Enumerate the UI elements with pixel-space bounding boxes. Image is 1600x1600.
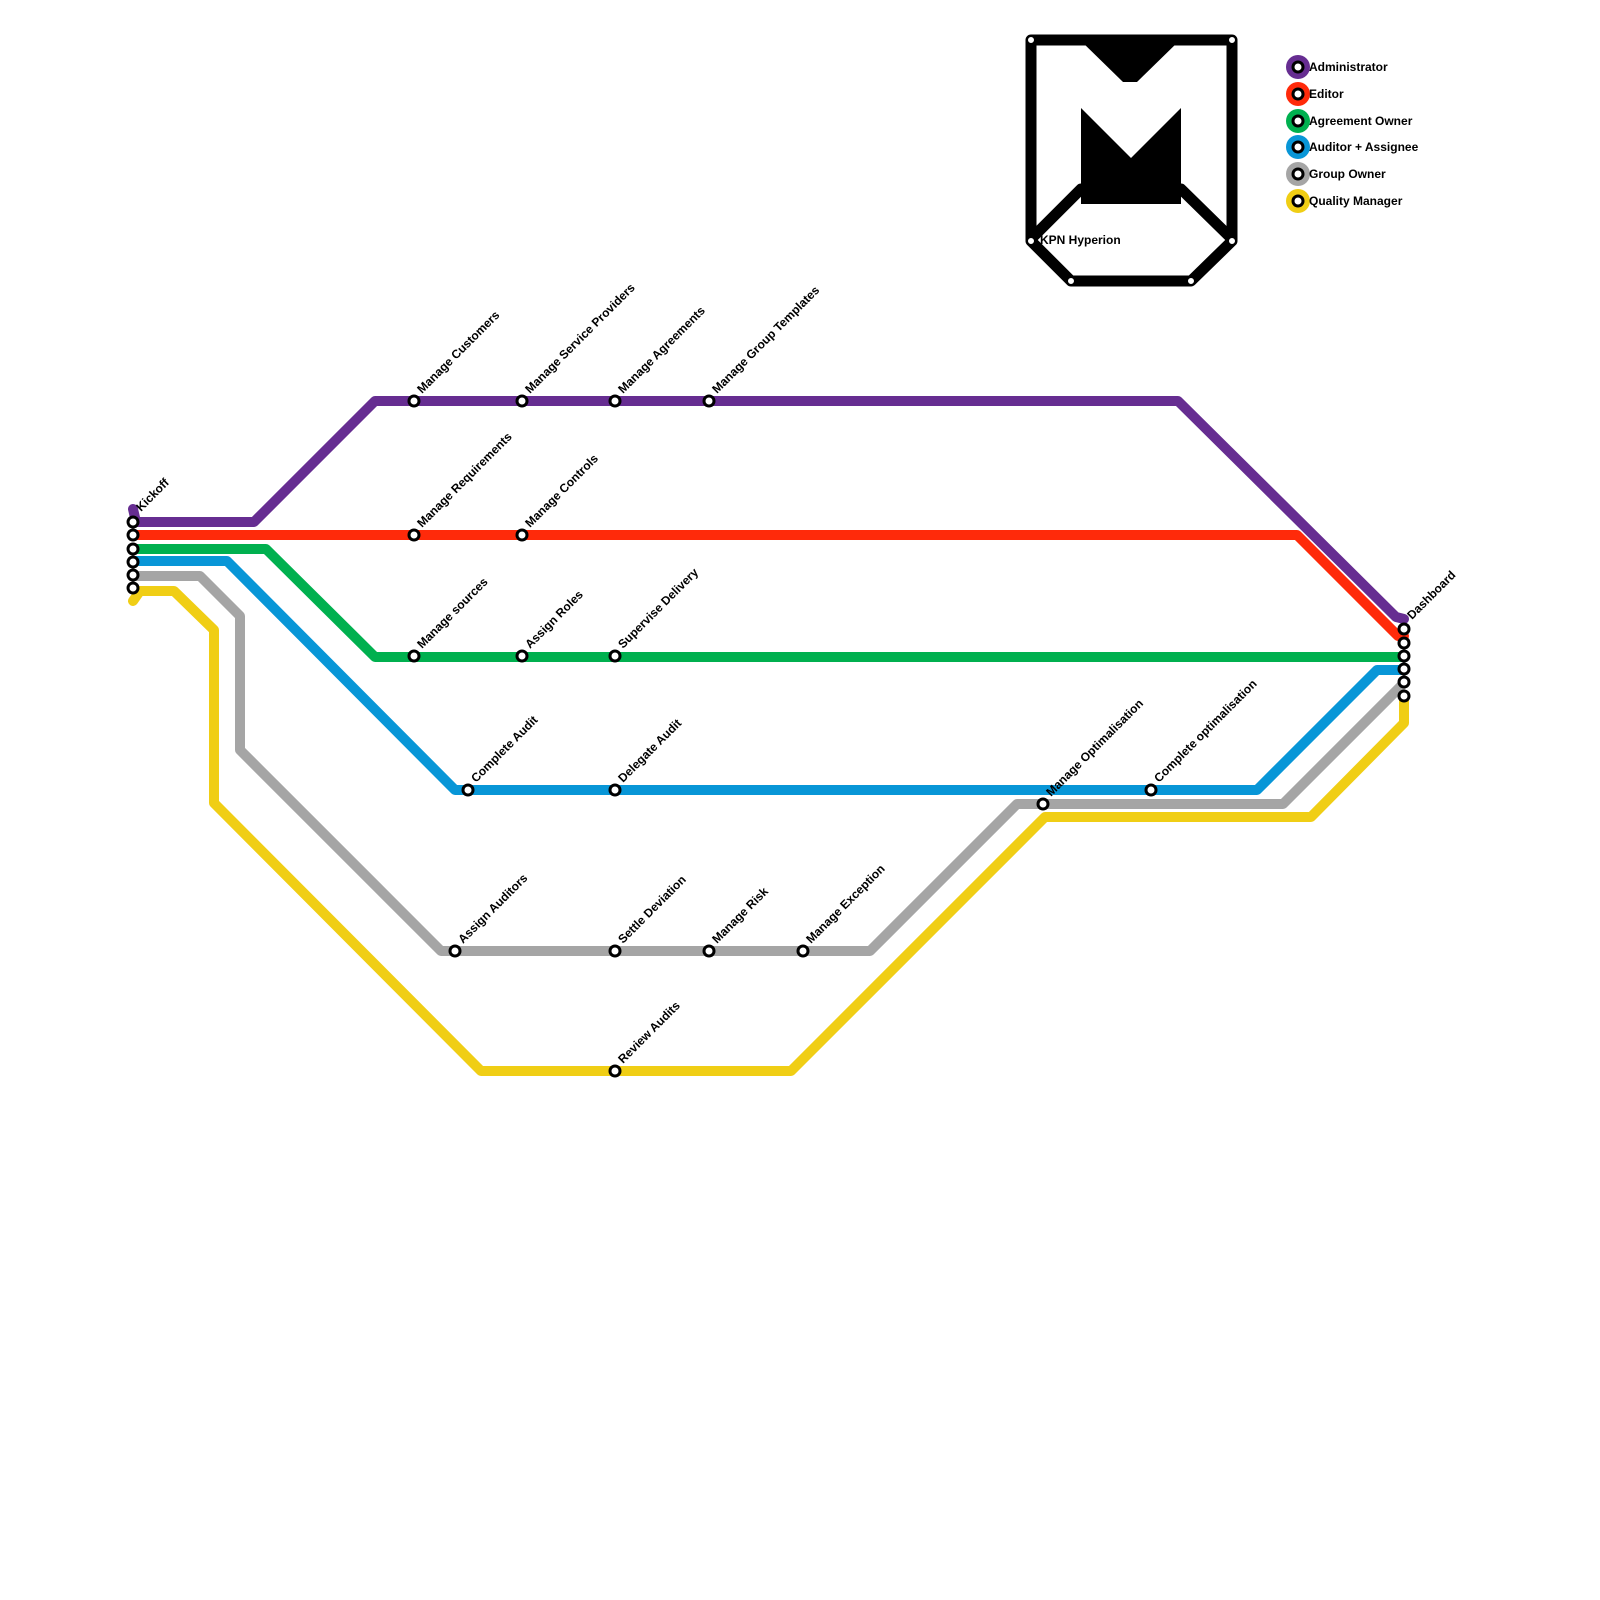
legend-item-group-owner: Group Owner <box>1286 162 1386 186</box>
station-label-supervise-delivery: Supervise Delivery <box>615 565 701 651</box>
station-label-manage-optimalisation: Manage Optimalisation <box>1043 696 1146 799</box>
station-dashboard-group-owner[interactable] <box>1397 675 1411 689</box>
legend-station-icon <box>1291 87 1305 101</box>
station-review-audits[interactable] <box>608 1064 622 1078</box>
station-label-assign-auditors: Assign Auditors <box>455 871 530 946</box>
logo-corner-dot <box>1026 236 1036 246</box>
logo-left-leg <box>1025 183 1087 245</box>
legend-station-icon <box>1291 114 1305 128</box>
legend-label-editor: Editor <box>1309 87 1344 101</box>
station-label-manage-controls: Manage Controls <box>522 451 601 530</box>
legend-station-icon <box>1291 194 1305 208</box>
station-manage-controls[interactable] <box>515 528 529 542</box>
legend-station-icon <box>1291 60 1305 74</box>
station-label-assign-roles: Assign Roles <box>522 587 586 651</box>
station-supervise-delivery[interactable] <box>608 649 622 663</box>
logo-top-notch <box>1080 40 1180 82</box>
logo-corner-dot <box>1227 35 1237 45</box>
station-kickoff-group-owner[interactable] <box>126 568 140 582</box>
brand-label: KPN Hyperion <box>1040 233 1121 247</box>
station-label-manage-customers: Manage Customers <box>414 308 502 396</box>
route-lines <box>128 396 1409 1076</box>
station-assign-auditors[interactable] <box>448 944 462 958</box>
station-manage-agreements[interactable] <box>608 394 622 408</box>
logo-corner-dot <box>1066 276 1076 286</box>
station-dashboard-editor[interactable] <box>1397 636 1411 650</box>
legend-station-icon <box>1291 140 1305 154</box>
station-delegate-audit[interactable] <box>608 783 622 797</box>
legend-label-group-owner: Group Owner <box>1309 167 1386 181</box>
route-line-quality-manager <box>128 586 1409 1076</box>
station-manage-exception[interactable] <box>796 944 810 958</box>
station-kickoff-quality-manager[interactable] <box>126 581 140 595</box>
route-line-auditor-assignee <box>128 556 1409 795</box>
station-kickoff-agreement-owner[interactable] <box>126 542 140 556</box>
legend-label-quality-manager: Quality Manager <box>1309 194 1403 208</box>
station-label-manage-requirements: Manage Requirements <box>414 429 515 530</box>
station-settle-deviation[interactable] <box>608 944 622 958</box>
station-label-complete-optimalisation: Complete optimalisation <box>1151 677 1259 785</box>
station-dashboard-auditor[interactable] <box>1397 662 1411 676</box>
station-label-delegate-audit: Delegate Audit <box>615 716 684 785</box>
logo-corner-dot <box>1227 236 1237 246</box>
station-label-complete-audit: Complete Audit <box>468 713 540 785</box>
legend-item-agreement-owner: Agreement Owner <box>1286 109 1413 133</box>
station-label-review-audits: Review Audits <box>615 998 683 1066</box>
station-dashboard-agreement-owner[interactable] <box>1397 649 1411 663</box>
legend-label-administrator: Administrator <box>1309 60 1388 74</box>
station-dashboard-administrator[interactable] <box>1397 622 1411 636</box>
station-complete-audit[interactable] <box>461 783 475 797</box>
legend-item-editor: Editor <box>1286 82 1344 106</box>
route-line-agreement-owner <box>128 544 1409 662</box>
station-label-dashboard: Dashboard <box>1404 568 1458 622</box>
route-line-administrator <box>128 396 1409 624</box>
station-manage-sources[interactable] <box>407 649 421 663</box>
legend-item-quality-manager: Quality Manager <box>1286 189 1403 213</box>
station-kickoff-administrator[interactable] <box>126 515 140 529</box>
station-label-manage-exception: Manage Exception <box>803 862 887 946</box>
station-dashboard-quality-manager[interactable] <box>1397 689 1411 703</box>
station-kickoff-auditor[interactable] <box>126 555 140 569</box>
station-manage-service-providers[interactable] <box>515 394 529 408</box>
route-line-group-owner <box>128 571 1409 956</box>
stations <box>126 394 1411 1078</box>
logo-m-glyph <box>1081 108 1181 204</box>
legend-label-auditor-assignee: Auditor + Assignee <box>1309 140 1419 154</box>
station-label-manage-sources: Manage sources <box>414 574 491 651</box>
station-kickoff-editor[interactable] <box>126 528 140 542</box>
legend-station-icon <box>1291 167 1305 181</box>
station-manage-customers[interactable] <box>407 394 421 408</box>
station-label-settle-deviation: Settle Deviation <box>615 873 689 947</box>
station-label-kickoff: Kickoff <box>133 475 172 514</box>
route-line-editor <box>128 530 1409 641</box>
legend-item-auditor-assignee: Auditor + Assignee <box>1286 135 1419 159</box>
station-label-manage-risk: Manage Risk <box>709 884 771 946</box>
logo-corner-dot <box>1026 35 1036 45</box>
logo-corner-dot <box>1186 276 1196 286</box>
legend-item-administrator: Administrator <box>1286 55 1388 79</box>
station-label-manage-agreements: Manage Agreements <box>615 303 708 396</box>
station-manage-requirements[interactable] <box>407 528 421 542</box>
station-assign-roles[interactable] <box>515 649 529 663</box>
m-logo-icon: KPN Hyperion <box>1025 34 1238 287</box>
station-label-manage-group-templates: Manage Group Templates <box>709 283 822 396</box>
station-label-manage-service-providers: Manage Service Providers <box>522 280 638 396</box>
station-manage-group-templates[interactable] <box>702 394 716 408</box>
legend: Administrator Editor Agreement Owner Aud… <box>1286 55 1419 213</box>
logo-right-leg <box>1175 183 1238 245</box>
station-manage-optimalisation[interactable] <box>1036 797 1050 811</box>
station-complete-optimalisation[interactable] <box>1144 783 1158 797</box>
legend-label-agreement-owner: Agreement Owner <box>1309 114 1413 128</box>
station-manage-risk[interactable] <box>702 944 716 958</box>
